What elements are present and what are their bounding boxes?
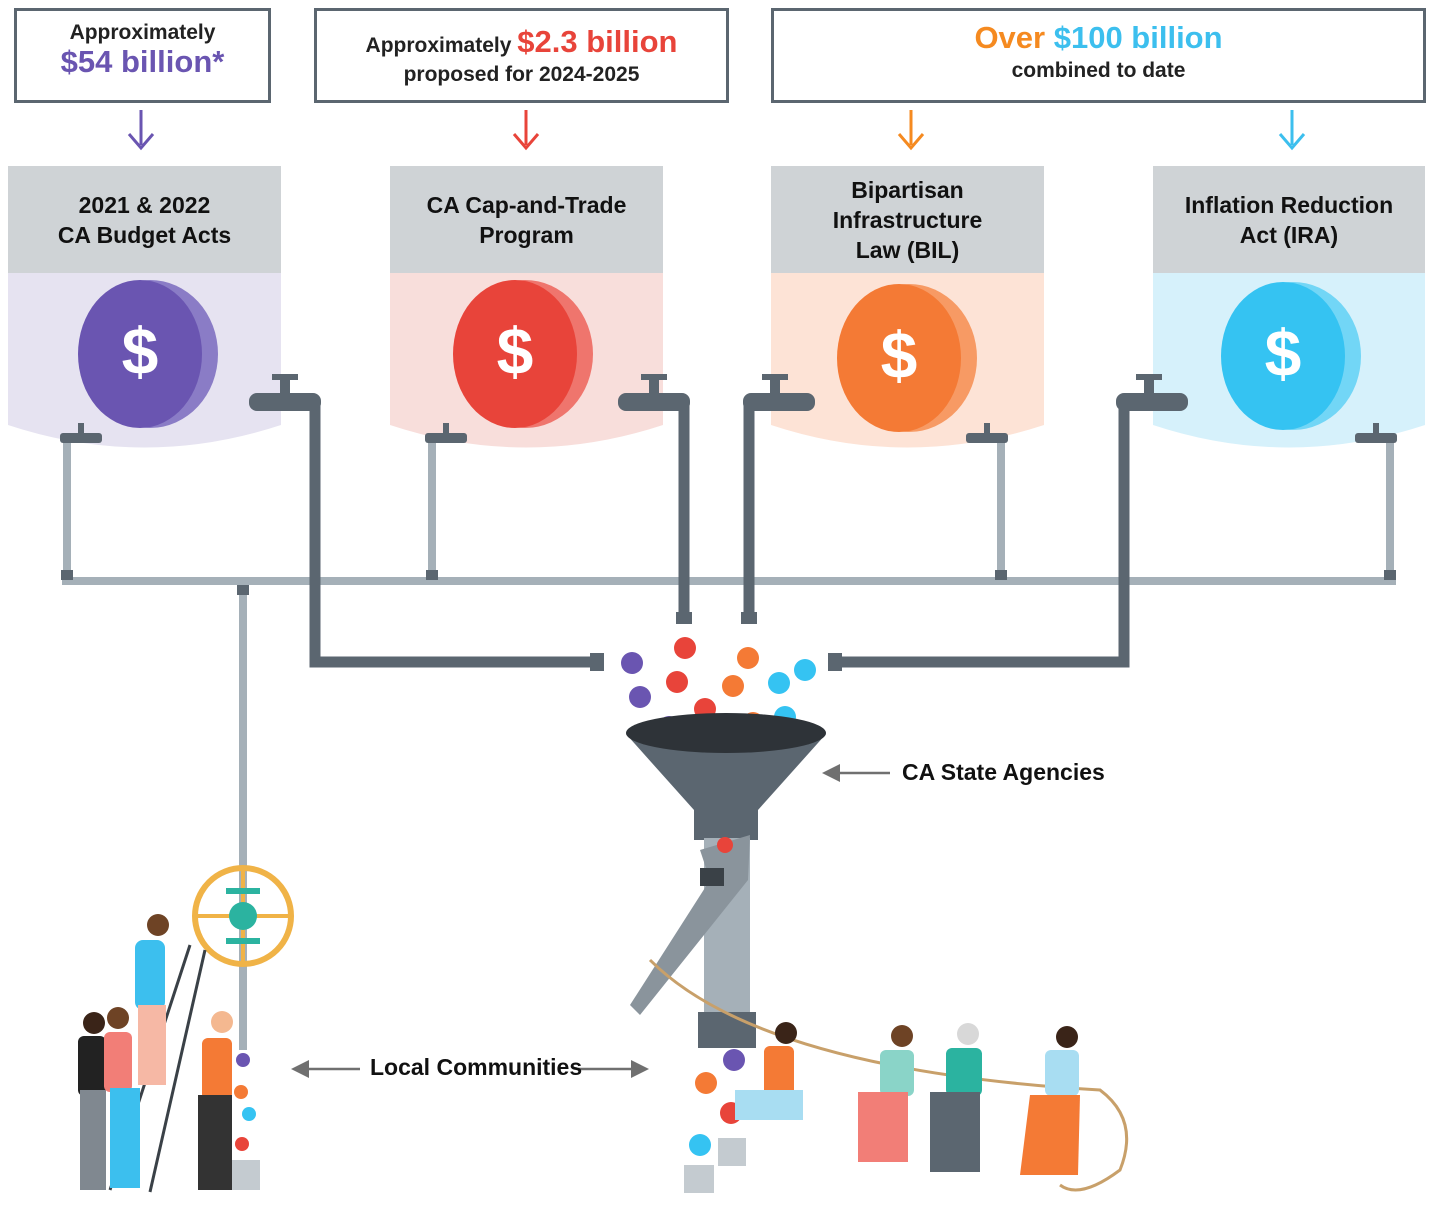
arrow-down-icon (1278, 110, 1306, 151)
coin-ira-icon (1221, 282, 1361, 430)
callout-cap-and-trade: Approximately $2.3 billion proposed for … (314, 8, 729, 103)
dripping-coins (230, 1049, 746, 1193)
arrow-down-icon (897, 110, 925, 151)
arrow-left-icon (291, 1060, 360, 1078)
tank-title-budget-acts: 2021 & 2022 CA Budget Acts (57, 191, 232, 248)
arrow-left-icon (822, 764, 890, 782)
large-faucet-icon (249, 374, 1188, 671)
callout-federal-line2: combined to date (1011, 59, 1186, 82)
callout-federal-amount: $100 billion (1053, 20, 1223, 55)
callout-budget-amount: $54 billion* (60, 44, 225, 79)
coin-bil-icon (837, 284, 977, 432)
callout-budget-line1: Approximately (69, 21, 216, 44)
callout-federal: Over $100 billion combined to date (771, 8, 1426, 103)
funnel-icon (626, 713, 826, 1048)
tank-title-bil: Bipartisan Infrastructure Law (BIL) (832, 176, 983, 263)
callout-cap-amount: $2.3 billion (517, 24, 678, 59)
callout-cap-line2: proposed for 2024-2025 (403, 63, 640, 86)
arrow-down-icon (512, 110, 540, 151)
callout-cap-prefix: Approximately (365, 34, 518, 57)
dollar-sign-icon: $ (880, 318, 918, 392)
arrow-down-icon (127, 110, 155, 151)
person-on-ladder (135, 914, 169, 1085)
dollar-sign-icon: $ (121, 314, 159, 388)
label-local-communities: Local Communities (370, 1054, 583, 1080)
small-faucet-icon (60, 423, 1397, 595)
tank-title-cap-and-trade: CA Cap-and-Trade Program (426, 191, 627, 248)
tug-of-war-people (648, 958, 1129, 1192)
valve-wheel-icon[interactable] (192, 865, 294, 967)
arrow-right-icon (578, 1060, 649, 1078)
callout-budget-acts: Approximately $54 billion* (14, 8, 271, 103)
dollar-sign-icon: $ (1264, 316, 1302, 390)
light-pipe-network (62, 440, 1396, 1050)
coin-cap-icon (453, 280, 593, 428)
callout-federal-over: Over (974, 20, 1054, 55)
person-left-group (78, 1007, 233, 1190)
coin-budget-icon (78, 280, 218, 428)
label-state-agencies: CA State Agencies (902, 759, 1105, 785)
dark-pipe-network (309, 405, 1130, 668)
tank-title-ira: Inflation Reduction Act (IRA) (1184, 191, 1394, 248)
dollar-sign-icon: $ (496, 314, 534, 388)
